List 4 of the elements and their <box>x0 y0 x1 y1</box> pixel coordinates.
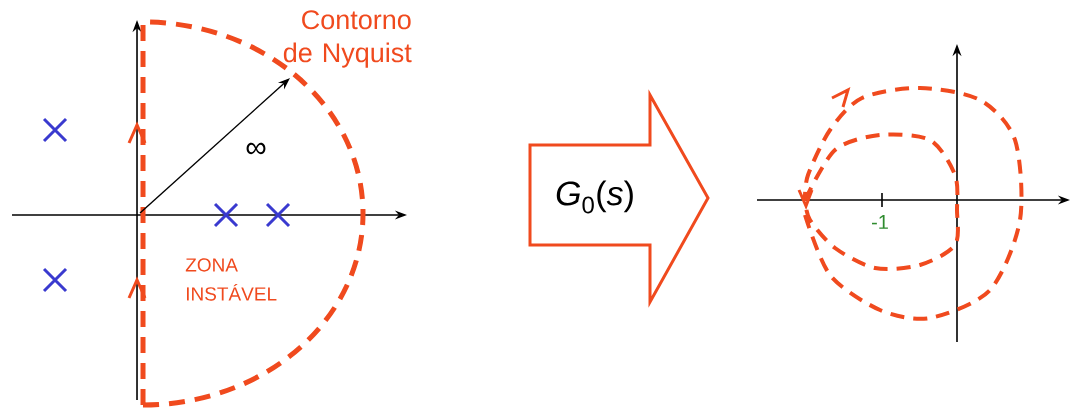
tick-label: -1 <box>872 215 888 229</box>
infinity-label: ∞ <box>246 142 266 155</box>
contour-label: Contorno de Nyquist <box>283 10 412 68</box>
zone-label: ZONA INSTÁVEL <box>185 258 277 301</box>
